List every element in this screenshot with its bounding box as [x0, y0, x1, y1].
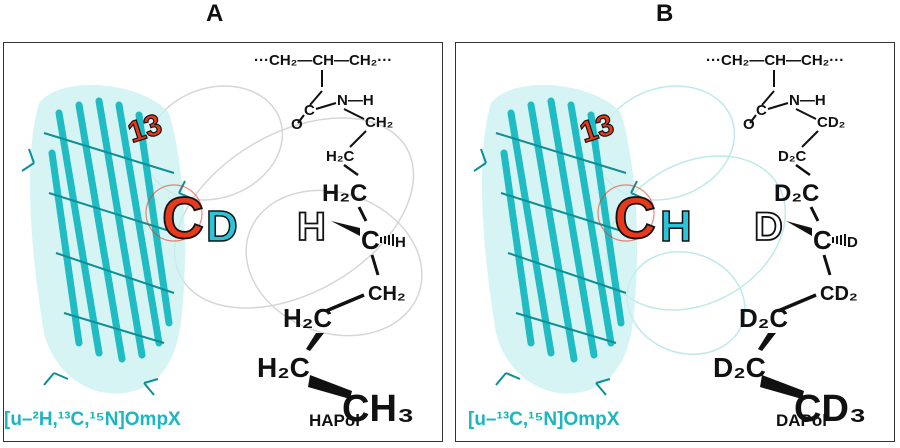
panel-a-figure: 13 C D ···CH₂—CH—CH₂··· C O N—H CH₂ H₂C …	[21, 52, 423, 430]
protein-structure-ompx	[21, 84, 194, 396]
n-methylene: CD₂	[817, 114, 845, 131]
chain-group-1: D₂C	[778, 148, 806, 165]
polymer-structure: ···CH₂—CH—CH₂··· C O N—H CH₂ H₂C H₂C H C…	[254, 52, 414, 430]
protein-caption-b: [u–¹³C,¹⁵N]OmpX	[468, 409, 620, 430]
attached-atom-label: H	[660, 202, 692, 251]
chain-group-3: CD₂	[820, 283, 858, 305]
terminal-group: CD₃	[794, 388, 866, 430]
terminal-group: CH₃	[342, 388, 414, 430]
chain-group-4: D₂C	[739, 303, 788, 333]
carbon-label: C	[162, 186, 204, 251]
attached-atom-label: D	[206, 202, 238, 251]
backbone-formula: ···CH₂—CH—CH₂···	[254, 52, 392, 69]
stereo-carbon: C	[361, 225, 380, 255]
stereo-substituent: D	[754, 205, 783, 249]
n-methylene: CH₂	[365, 114, 393, 131]
polymer-structure: ···CH₂—CH—CH₂··· C O N—H CD₂ D₂C D₂C D C…	[706, 52, 866, 430]
chain-group-3: CH₂	[368, 283, 406, 305]
pink-ring	[597, 184, 655, 242]
backbone-formula: ···CH₂—CH—CH₂···	[706, 52, 844, 69]
stereo-small-substituent: D	[847, 234, 858, 251]
stereo-substituent: H	[297, 205, 326, 249]
chain-group-1: H₂C	[326, 148, 354, 165]
panel-a: 13 C D ···CH₂—CH—CH₂··· C O N—H CH₂ H₂C …	[3, 42, 443, 442]
amide-nh: N—H	[337, 92, 374, 109]
chain-group-5: H₂C	[257, 352, 310, 383]
carbonyl-carbon: C	[304, 102, 315, 119]
carbonyl-carbon: C	[756, 102, 767, 119]
panel-b: 13 C H ···CH₂—CH—CH₂··· C O N—H CD₂ D₂C …	[455, 42, 895, 442]
chain-group-5: D₂C	[713, 352, 766, 383]
carbon-label: C	[614, 186, 656, 251]
pink-ring	[145, 184, 203, 242]
field-lines	[144, 85, 423, 337]
protein-caption-a: [u–²H,¹³C,¹⁵N]OmpX	[4, 409, 181, 430]
polymer-caption-a: HAPol	[309, 411, 360, 430]
chain-group-2: H₂C	[322, 180, 367, 207]
panel-letter-a: A	[206, 0, 224, 27]
protein-structure-ompx	[473, 84, 646, 396]
panel-letter-b: B	[656, 0, 674, 27]
amide-nh: N—H	[789, 92, 826, 109]
stereo-carbon: C	[813, 225, 832, 255]
stereo-small-substituent: H	[395, 234, 406, 251]
panel-b-figure: 13 C H ···CH₂—CH—CH₂··· C O N—H CD₂ D₂C …	[473, 52, 866, 430]
polymer-caption-b: DAPol	[776, 411, 827, 430]
chain-group-2: D₂C	[774, 180, 819, 207]
chain-group-4: H₂C	[283, 303, 332, 333]
